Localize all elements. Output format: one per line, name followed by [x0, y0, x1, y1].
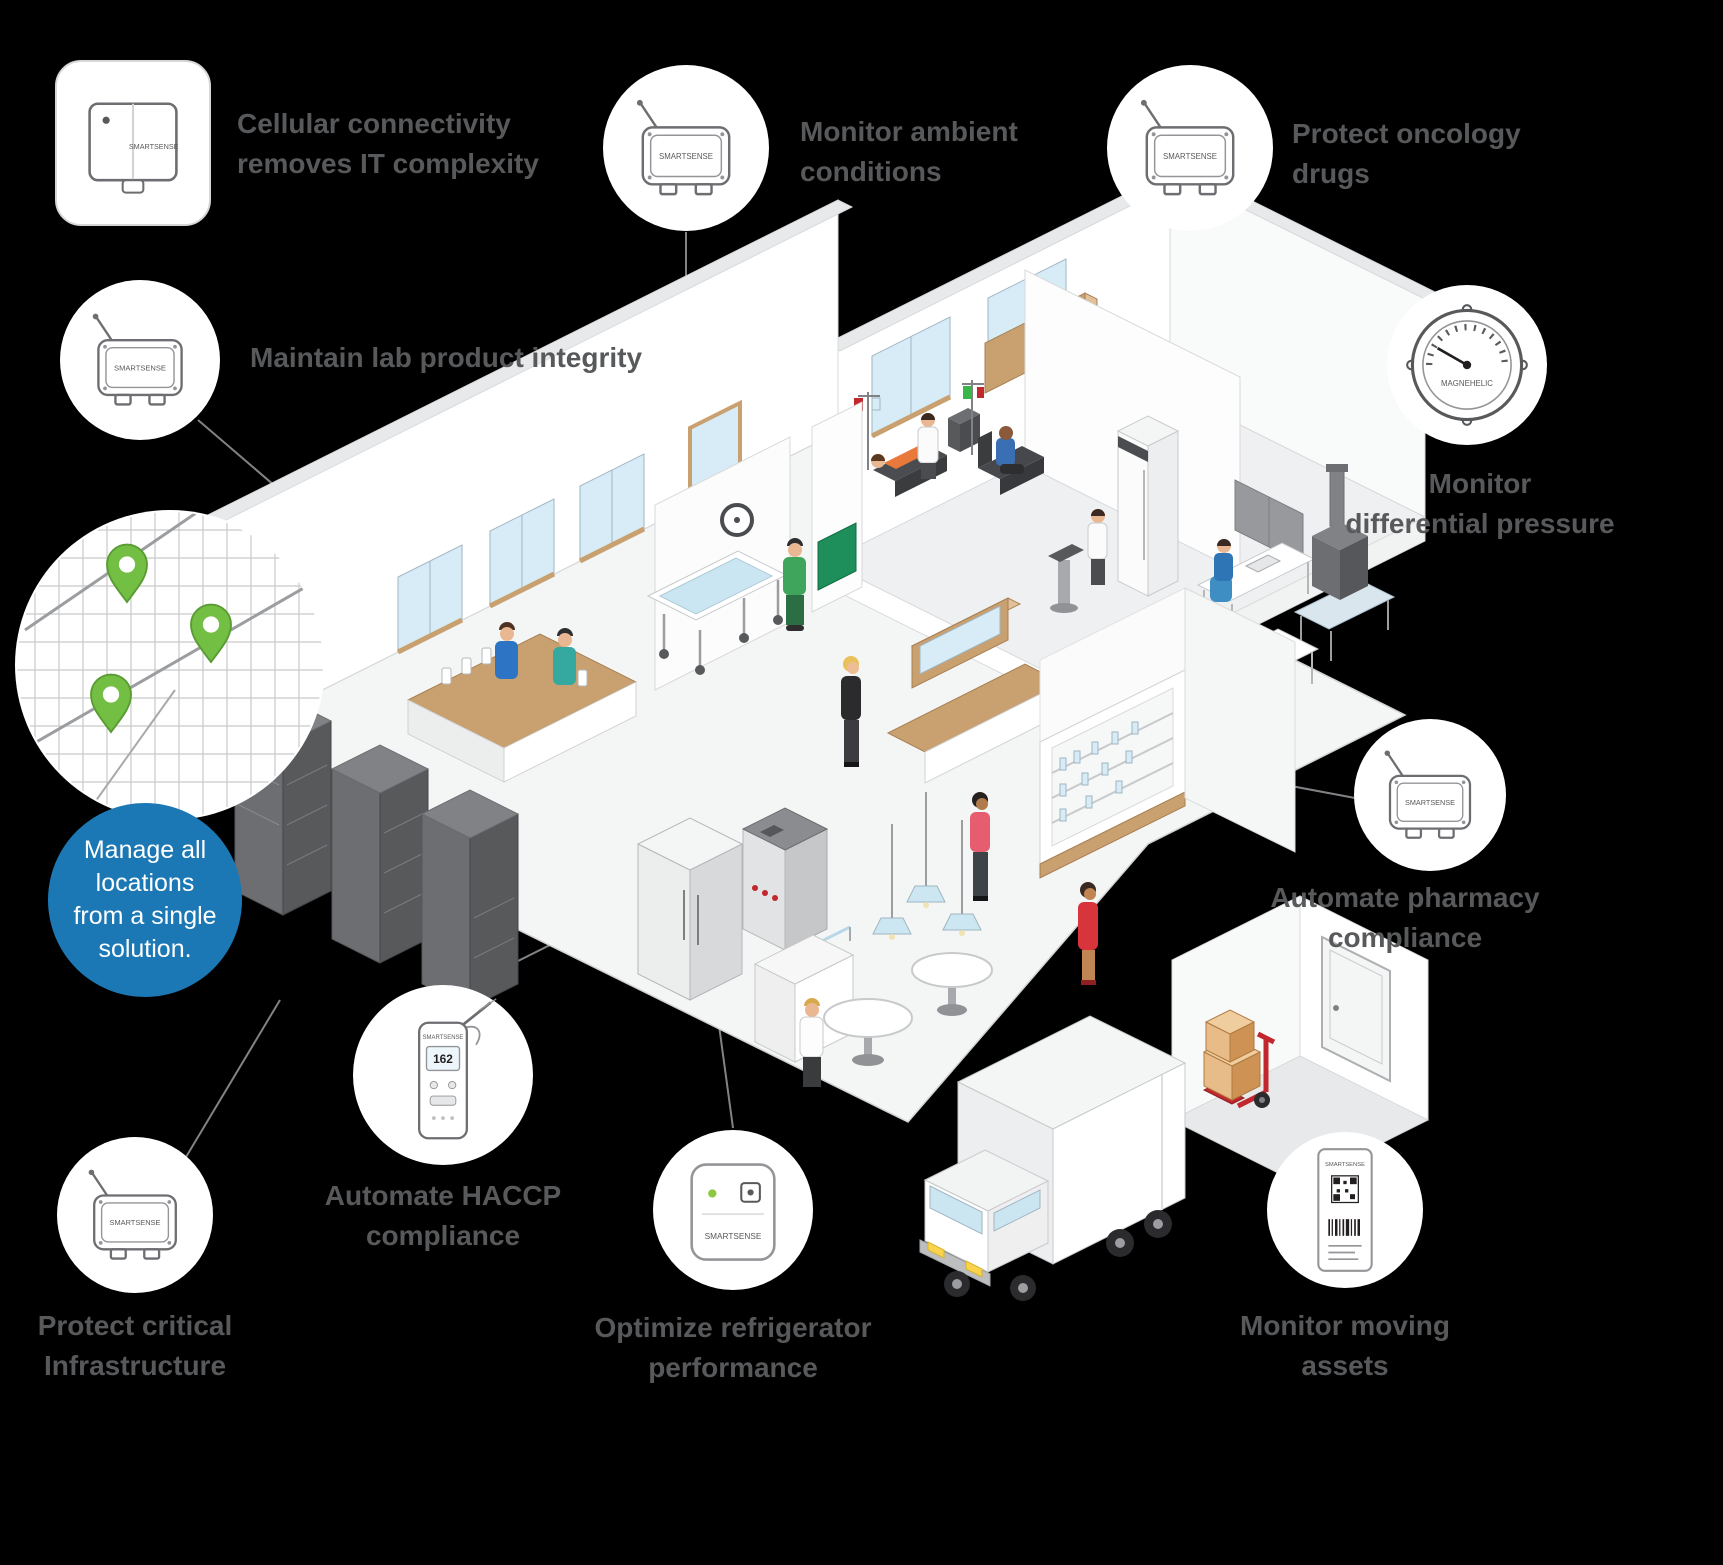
- kitchen-refrigerator: [636, 817, 744, 1001]
- sensor-icon: [83, 308, 197, 412]
- hand-truck: [1236, 1031, 1276, 1109]
- lab-refrigerator: [1116, 415, 1180, 597]
- label-haccp: Automate HACCP compliance: [293, 1176, 593, 1256]
- pharmacist-teal-figure: [553, 628, 576, 685]
- main-wing: [176, 199, 1296, 1087]
- label-oncology-line2: drugs: [1292, 158, 1370, 189]
- pharmacist-blue-figure: [495, 622, 518, 679]
- label-oncology: Protect oncology drugs: [1292, 114, 1521, 194]
- haccp-probe-badge: [353, 985, 533, 1165]
- pharmacy-lab-counter: [406, 633, 638, 783]
- label-assets-line1: Monitor moving: [1240, 1310, 1450, 1341]
- fume-hood: [1293, 464, 1396, 661]
- label-lab-integrity-line1: Maintain lab product integrity: [250, 342, 643, 373]
- cargo-boxes: [1202, 1009, 1262, 1105]
- label-pharmacy-line2: compliance: [1327, 922, 1483, 953]
- label-haccp-line1: Automate HACCP: [324, 1180, 562, 1211]
- pharmacy-sensor-badge: [1354, 719, 1506, 871]
- kitchen-range: [741, 807, 829, 951]
- cellular-gateway-icon: SMARTSENSE: [88, 102, 179, 194]
- cafe-table-1: [823, 998, 913, 1066]
- label-pressure-line2: differential pressure: [1345, 508, 1615, 539]
- label-refrigerator-line2: performance: [648, 1352, 818, 1383]
- label-critical: Protect critical Infrastructure: [0, 1306, 270, 1386]
- visitor-pink-figure: [970, 792, 990, 901]
- label-lab-integrity: Maintain lab product integrity: [250, 338, 642, 378]
- nurse-scrubs-figure: [783, 538, 806, 631]
- dock-door: [1321, 935, 1391, 1083]
- label-ambient-line1: Monitor ambient: [800, 116, 1018, 147]
- fridge-monitor-icon: [671, 1148, 795, 1272]
- critical-sensor-badge: [57, 1137, 213, 1293]
- locations-map-icon: [17, 512, 323, 818]
- label-haccp-line2: compliance: [365, 1220, 521, 1251]
- lab-technician-figure: [1087, 509, 1108, 585]
- fridge-monitor-badge: [653, 1130, 813, 1290]
- asset-tag-icon: [1295, 1139, 1395, 1281]
- infusion-chair-patient: [978, 426, 1044, 495]
- ambient-sensor-badge: [603, 65, 769, 231]
- label-cellular-line1: Cellular connectivity: [237, 108, 511, 139]
- doctor-figure: [917, 413, 939, 479]
- main-windows: [396, 453, 646, 655]
- label-cellular-line2: removes IT complexity: [237, 148, 539, 179]
- label-pharmacy-line1: Automate pharmacy: [1270, 882, 1540, 913]
- label-critical-line1: Protect critical: [37, 1310, 233, 1341]
- iv-pole: [858, 392, 880, 470]
- sensor-icon: [1131, 94, 1249, 202]
- label-ambient: Monitor ambient conditions: [800, 112, 1018, 192]
- iv-bag-clear: [871, 397, 881, 411]
- gurney: [646, 550, 788, 675]
- locations-map-badge: [15, 510, 325, 820]
- haccp-probe-icon: [388, 997, 498, 1153]
- label-assets-line2: assets: [1301, 1350, 1389, 1381]
- label-refrigerator: Optimize refrigerator performance: [583, 1308, 883, 1388]
- manage-locations-callout: Manage all locations from a single solut…: [48, 803, 242, 997]
- corner-wall: [1184, 587, 1296, 853]
- cellular-gateway-card: SMARTSENSE: [55, 60, 211, 226]
- label-ambient-line2: conditions: [800, 156, 942, 187]
- magnehelic-gauge-icon: [1404, 302, 1530, 428]
- map-pin-icons: [90, 543, 232, 734]
- truck-cab: [919, 1149, 1050, 1287]
- asset-tag-badge: [1267, 1132, 1423, 1288]
- cafe-table-2: [911, 952, 993, 1016]
- hanging-lamps: [872, 792, 982, 940]
- label-pharmacy: Automate pharmacy compliance: [1250, 878, 1560, 958]
- sensor-icon: [627, 94, 745, 202]
- label-oncology-line1: Protect oncology: [1292, 118, 1521, 149]
- oncology-sensor-badge: [1107, 65, 1273, 231]
- sensor-icon: [1375, 745, 1485, 845]
- headlight: [927, 1241, 945, 1259]
- sensor-icon: [79, 1164, 191, 1266]
- visitor-black-figure: [841, 656, 861, 767]
- delivery-truck: [919, 1015, 1187, 1301]
- loading-dock: [1170, 895, 1430, 1185]
- cafeteria-worker-figure: [799, 998, 824, 1087]
- manage-locations-text: Manage all locations from a single solut…: [73, 836, 217, 963]
- lab-sensor-badge: [60, 280, 220, 440]
- label-assets: Monitor moving assets: [1195, 1306, 1495, 1386]
- label-pressure-line1: Monitor: [1428, 468, 1532, 499]
- label-refrigerator-line1: Optimize refrigerator: [594, 1312, 872, 1343]
- label-critical-line2: Infrastructure: [43, 1350, 227, 1381]
- lab-kiosk: [1048, 544, 1084, 613]
- gateway-brand-text: SMARTSENSE: [129, 142, 179, 151]
- label-cellular: Cellular connectivity removes IT complex…: [237, 104, 539, 184]
- glass-wall-cabinet: [910, 597, 1022, 689]
- green-display-board: [817, 522, 857, 591]
- serving-counter: [753, 925, 855, 1063]
- pressure-gauge-badge: [1387, 285, 1547, 445]
- label-pressure: Monitor differential pressure: [1340, 464, 1620, 544]
- pharmacy-shelf-unit: [1039, 587, 1186, 879]
- visitor-red-dress-figure: [1078, 882, 1098, 985]
- headlight: [965, 1260, 983, 1278]
- iv-bag-red-2: [977, 387, 984, 398]
- iv-bag-green: [963, 386, 972, 399]
